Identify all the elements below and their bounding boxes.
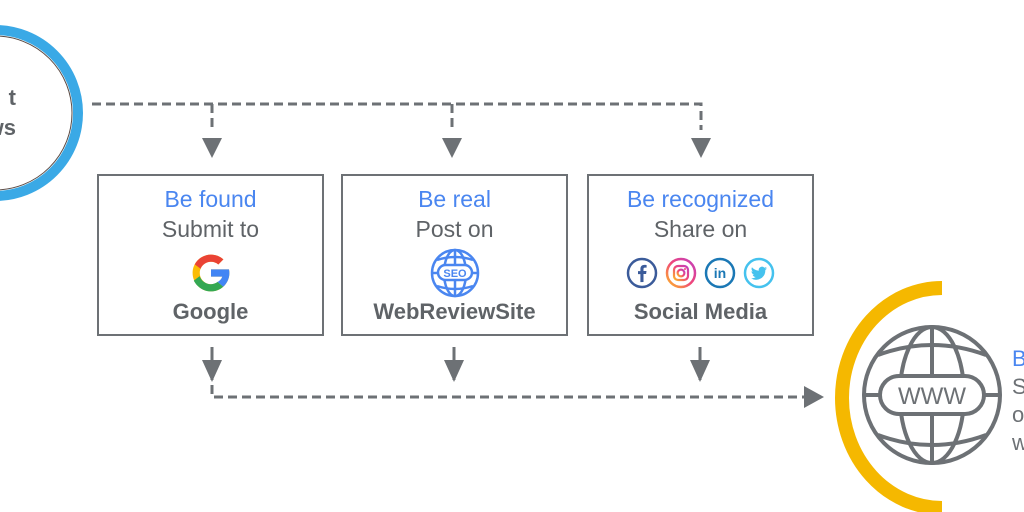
step-action: Submit to <box>161 216 260 242</box>
step-title: Be real <box>418 186 491 212</box>
start-node-inner-edge <box>0 35 73 191</box>
step-platform: WebReviewSite <box>373 299 536 324</box>
top-dashed-trunk <box>92 102 703 130</box>
facebook-icon <box>626 257 658 289</box>
instagram-icon <box>665 257 697 289</box>
twitter-icon <box>743 257 775 289</box>
arrow-down-out-3 <box>690 360 710 382</box>
step-action: Post on <box>415 216 494 242</box>
seo-globe-icon: SEO <box>430 248 479 298</box>
step-box-be-real: Be real Post on SEO WebReviewSite <box>341 174 568 336</box>
step-title: Be recognized <box>626 186 775 212</box>
linkedin-icon: in <box>704 257 736 289</box>
arrow-down-3 <box>691 138 711 158</box>
arrow-down-out-2 <box>444 360 464 382</box>
www-label: WWW <box>898 383 966 410</box>
bottom-dashed-trunk <box>210 385 806 399</box>
step-box-be-recognized: Be recognized Share on in <box>587 174 814 336</box>
arrow-down-1 <box>202 138 222 158</box>
arrow-down-out-1 <box>202 360 222 382</box>
start-node-line-2: ws <box>0 115 16 140</box>
end-node-text: B S o w <box>1012 345 1024 457</box>
end-node-line-2: S <box>1012 374 1024 399</box>
step-box-be-found: Be found Submit to Google <box>97 174 324 336</box>
arrow-down-2 <box>442 138 462 158</box>
google-g-icon <box>192 254 231 292</box>
step-platform: Google <box>172 299 249 324</box>
end-node-ring <box>835 281 943 512</box>
arrow-right-end <box>804 386 824 408</box>
start-node-text: t ws <box>0 83 16 143</box>
www-globe-icon <box>862 325 1002 465</box>
end-node-line-4: w <box>1012 430 1024 455</box>
step-action: Share on <box>653 216 748 242</box>
start-node-line-1: t <box>8 85 16 110</box>
svg-text:SEO: SEO <box>443 268 467 280</box>
end-node-line-1: B <box>1012 346 1024 371</box>
step-platform: Social Media <box>633 299 768 324</box>
end-node-line-3: o <box>1012 402 1024 427</box>
start-node-ring <box>0 25 83 201</box>
step-title: Be found <box>164 186 257 212</box>
svg-text:in: in <box>714 265 726 281</box>
